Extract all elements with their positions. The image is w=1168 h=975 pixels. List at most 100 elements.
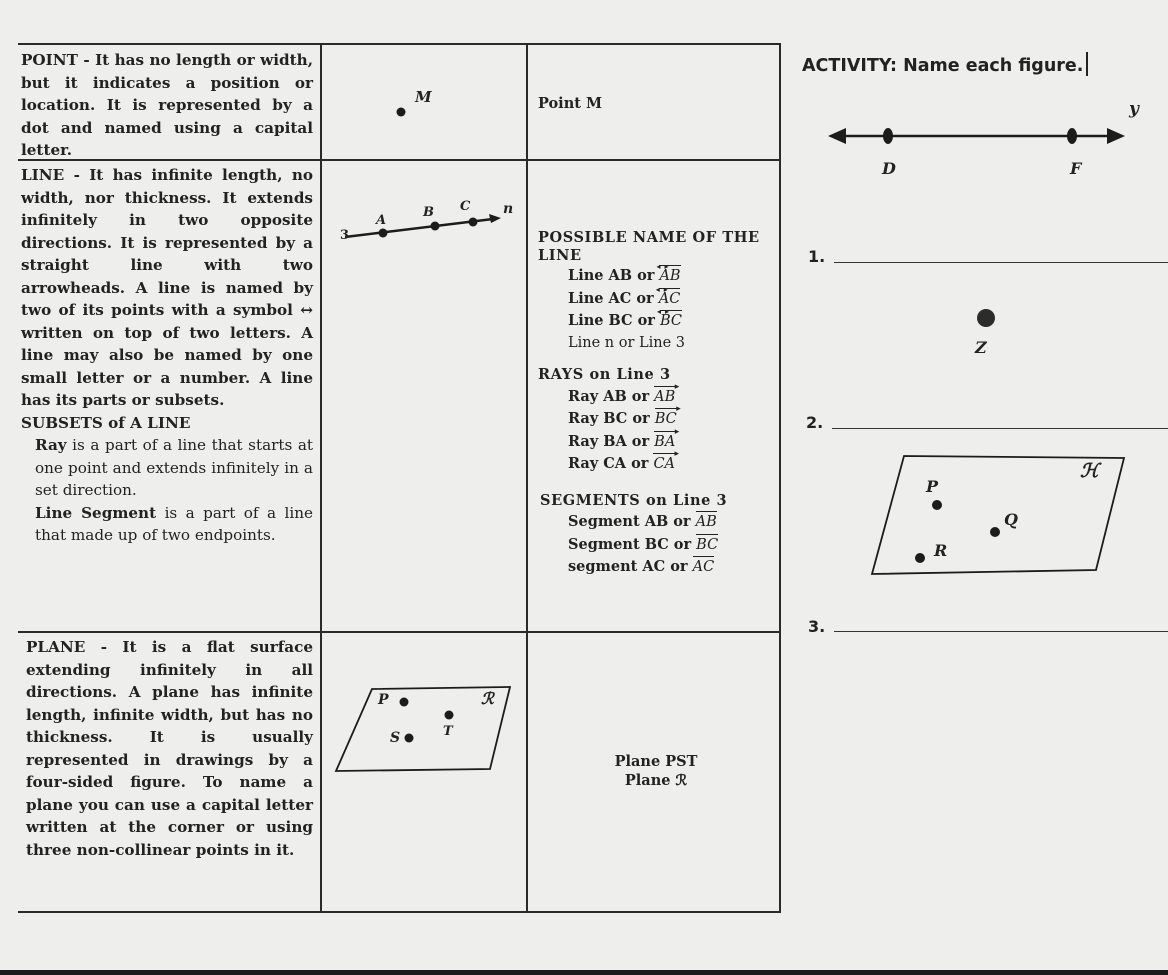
plane-point-p <box>399 697 409 707</box>
item-2-number: 2. <box>806 413 824 432</box>
plane-figure <box>334 686 512 772</box>
ray-name-text: Ray CA or <box>568 455 654 472</box>
plane-name-pst: Plane PST <box>614 753 698 770</box>
fig1-arrow-left <box>828 128 846 144</box>
line-name-text: Line AC or <box>568 289 659 307</box>
fig3-label-r: R <box>934 541 948 560</box>
fig1-point-d <box>883 128 893 144</box>
line-name-text: Line AB or <box>568 267 660 284</box>
plane-name-r: Plane ℛ <box>624 772 688 789</box>
line-name-n: Line n or Line 3 <box>568 334 686 351</box>
line-point-b <box>430 221 440 231</box>
point-definition: POINT - It has no length or width, but i… <box>21 51 313 159</box>
point-figure <box>396 107 406 117</box>
subsets-heading: SUBSETS of A LINE <box>21 413 191 432</box>
line-label-a: A <box>376 213 387 228</box>
segment-name-symbol: AC <box>692 556 714 579</box>
plane-names: Plane PST Plane ℛ <box>606 752 706 790</box>
plane-definition: PLANE - It is a flat surface extending i… <box>26 638 313 859</box>
ray-name-symbol: AB <box>654 377 679 409</box>
point-m-label: M <box>415 88 432 106</box>
fig2-label-z: Z <box>975 338 987 357</box>
fig3-label-h: ℋ <box>1080 460 1099 482</box>
rays-heading: RAYS on Line 3 <box>538 366 671 383</box>
page-bottom-bar <box>0 970 1168 975</box>
plane-point-s <box>404 733 414 743</box>
fig1-point-f <box>1067 128 1077 144</box>
plane-label-t: T <box>443 724 453 739</box>
ray-name-3: Ray CA or CA <box>538 444 776 476</box>
ray-definition: Ray is a part of a line that starts at o… <box>35 436 313 499</box>
fig2-point-z <box>977 309 995 327</box>
line-name-symbol: BC <box>657 301 685 333</box>
activity-figure-1 <box>828 128 1125 144</box>
item-3-answer-blank[interactable] <box>834 631 1168 632</box>
line-names-list: Line AB or ABLine AC or ACLine BC or BC <box>538 256 776 333</box>
plane-point-t <box>444 710 454 720</box>
line-point-a <box>378 228 388 238</box>
text-cursor <box>1086 52 1089 76</box>
fig3-label-q: Q <box>1004 510 1018 529</box>
segment-name-symbol: AB <box>695 511 717 534</box>
line-label-c: C <box>460 199 471 214</box>
plane-label-r: ℛ <box>481 689 494 708</box>
line-name-2: Line BC or BC <box>538 301 776 333</box>
possible-name-heading: POSSIBLE NAME OF THE LINE <box>538 229 760 264</box>
segment-name-1: Segment BC or BC <box>538 533 776 557</box>
line-label-b: B <box>423 205 434 220</box>
plane-label-s: S <box>390 730 401 746</box>
fig1-label-d: D <box>882 159 896 178</box>
fig1-arrow-right <box>1107 128 1125 144</box>
line-point-c <box>468 217 478 227</box>
table-col-divider-1 <box>320 43 322 913</box>
item-1-number: 1. <box>808 247 826 266</box>
plane-label-p: P <box>378 692 389 708</box>
activity-figure-3 <box>870 455 1126 575</box>
ray-name-text: Ray BA or <box>568 432 655 450</box>
table-bottom-border <box>18 911 781 913</box>
plane-parallelogram <box>334 686 512 772</box>
item-1-answer-blank[interactable] <box>834 262 1168 263</box>
segment-name-0: Segment AB or AB <box>538 511 776 534</box>
ray-name-1: Ray BC or BC <box>538 399 776 431</box>
rays-list: Ray AB or ABRay BC or BCRay BA or BARay … <box>538 377 776 476</box>
fig3-point-q <box>990 527 1000 537</box>
line-figure <box>344 214 501 239</box>
table-col-divider-2 <box>526 43 528 913</box>
point-name: Point M <box>538 95 603 112</box>
line-3-stroke <box>344 217 494 239</box>
table-row-divider-2 <box>18 631 781 633</box>
item-2-answer-blank[interactable] <box>832 428 1168 429</box>
line-label-n: n <box>503 201 514 217</box>
ray-name-symbol: BA <box>654 422 679 454</box>
line-label-3: 3 <box>340 228 350 243</box>
line-definition: LINE - It has infinite length, no width,… <box>18 164 318 547</box>
line-arrowhead <box>489 214 501 223</box>
line-names: POSSIBLE NAME OF THE LINE Line AB or ABL… <box>538 229 776 579</box>
item-3-number: 3. <box>808 617 826 636</box>
fig3-point-p <box>932 500 942 510</box>
line-name-text: Line BC or <box>568 312 660 329</box>
fig3-point-r <box>915 553 925 563</box>
table-top-border <box>18 43 781 45</box>
segment-name-text: Segment BC or <box>568 535 697 553</box>
ray-name-text: Ray BC or <box>568 410 655 427</box>
fig1-label-f: F <box>1070 159 1082 178</box>
table-row-divider-1 <box>18 159 781 161</box>
point-m-dot <box>396 107 406 117</box>
ray-name-symbol: BC <box>654 399 681 431</box>
table-right-border <box>779 43 781 913</box>
segment-definition: Line Segment is a part of a line that ma… <box>35 503 313 545</box>
segments-heading: SEGMENTS on Line 3 <box>540 491 728 509</box>
fig3-parallelogram <box>870 455 1126 575</box>
activity-title: ACTIVITY: Name each figure. <box>802 52 1089 76</box>
ray-name-symbol: CA <box>653 444 679 476</box>
activity-figure-2 <box>977 309 995 327</box>
ray-name-2: Ray BA or BA <box>538 422 776 454</box>
ray-name-text: Ray AB or <box>568 387 655 405</box>
segment-name-2: segment AC or AC <box>538 556 776 579</box>
fig3-label-p: P <box>926 477 939 496</box>
segment-name-symbol: BC <box>696 533 719 557</box>
fig1-label-y: y <box>1129 99 1139 119</box>
